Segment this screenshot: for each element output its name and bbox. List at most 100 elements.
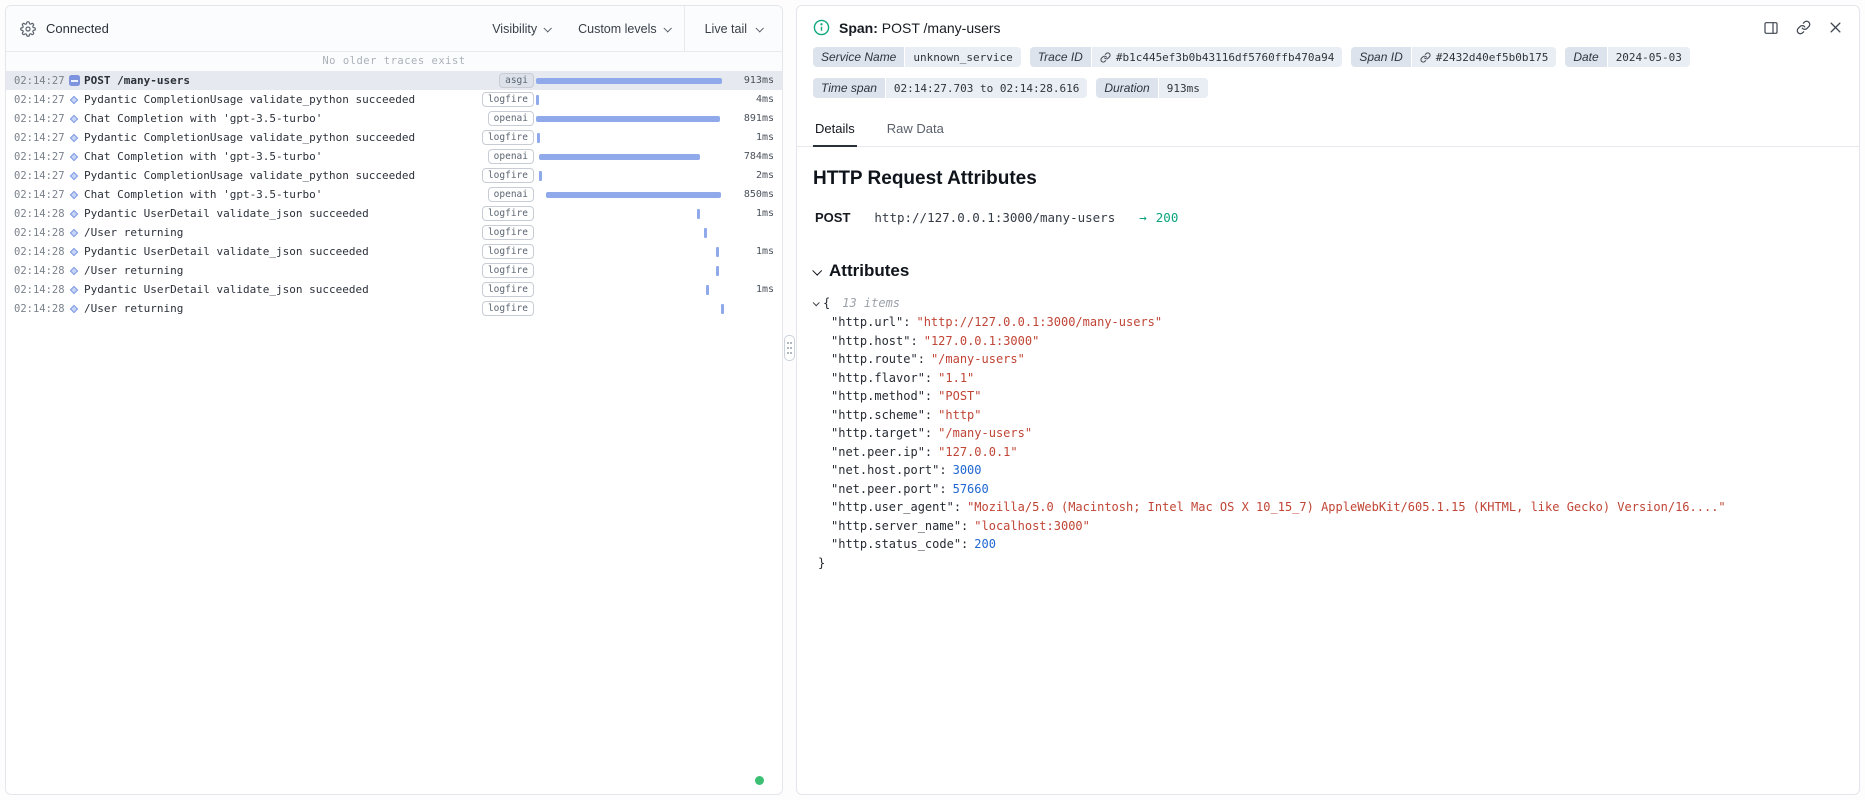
trace-time: 02:14:27	[14, 93, 65, 106]
badge-label: Time span	[813, 78, 885, 98]
json-colon: :	[924, 407, 933, 422]
trace-row[interactable]: 02:14:27 Pydantic CompletionUsage valida…	[6, 90, 782, 109]
trace-row[interactable]: 02:14:28 /User returning logfire	[6, 299, 782, 318]
json-value: "http://127.0.0.1:3000/many-users"	[916, 315, 1163, 329]
badge-label: Trace ID	[1029, 47, 1091, 67]
json-attribute-line: "http.user_agent":"Mozilla/5.0 (Macintos…	[813, 498, 1843, 517]
json-attribute-line: "http.method":"POST"	[813, 387, 1843, 406]
visibility-dropdown[interactable]: Visibility	[478, 6, 564, 51]
span-diamond-icon	[69, 152, 79, 161]
trace-row[interactable]: 02:14:28 /User returning logfire	[6, 223, 782, 242]
trace-time: 02:14:27	[14, 188, 65, 201]
badge-value-text: 2024-05-03	[1615, 50, 1682, 64]
trace-row[interactable]: 02:14:27 Chat Completion with 'gpt-3.5-t…	[6, 109, 782, 128]
connection-status: Connected	[46, 21, 109, 36]
trace-duration: 1ms	[755, 208, 774, 219]
json-collapse-icon[interactable]	[812, 299, 820, 307]
metadata-badge: Service Name unknown_service	[813, 47, 1021, 67]
chevron-down-icon	[663, 23, 672, 33]
toolbar-left: Connected	[20, 20, 109, 37]
trace-label: /User returning	[84, 264, 184, 277]
tab-details[interactable]: Details	[813, 113, 857, 147]
json-colon: :	[939, 481, 947, 496]
json-colon: :	[917, 352, 925, 366]
panel-splitter[interactable]	[783, 5, 796, 795]
splitter-grip-icon[interactable]	[784, 335, 795, 361]
chevron-down-icon	[812, 265, 823, 276]
link-icon[interactable]	[1420, 51, 1431, 63]
badge-value-text: 913ms	[1166, 81, 1200, 95]
json-value: "localhost:3000"	[974, 518, 1090, 533]
json-attribute-line: "http.status_code":200	[813, 535, 1843, 554]
live-indicator-dot	[755, 776, 764, 785]
trace-time: 02:14:27	[14, 112, 65, 125]
timeline-bar	[535, 115, 720, 122]
badge-label: Date	[1565, 47, 1607, 67]
custom-levels-dropdown[interactable]: Custom levels	[564, 6, 684, 51]
metadata-badge: Trace ID #b1c445ef3b0b43116df5760ffb470a…	[1029, 47, 1343, 67]
trace-list-panel: Connected Visibility Custom levels Live …	[5, 5, 783, 795]
side-panel-icon[interactable]	[1763, 20, 1779, 36]
trace-duration: 1ms	[755, 284, 774, 295]
trace-tag: logfire	[481, 129, 534, 146]
json-attribute-line: "http.server_name":"localhost:3000"	[813, 517, 1843, 536]
span-diamond-icon	[69, 285, 79, 294]
trace-timeline	[534, 71, 726, 90]
timeline-bar	[539, 170, 543, 181]
trace-row[interactable]: 02:14:28 Pydantic UserDetail validate_js…	[6, 204, 782, 223]
trace-label: Pydantic CompletionUsage validate_python…	[84, 93, 416, 106]
timeline-bar	[537, 132, 541, 143]
badge-value: 2024-05-03	[1607, 47, 1690, 67]
span-diamond-icon	[69, 171, 79, 180]
link-icon[interactable]	[1100, 51, 1111, 63]
settings-gear-icon[interactable]	[20, 20, 36, 37]
json-value: "1.1"	[938, 370, 975, 385]
trace-rows: 02:14:27 POST /many-users asgi 913ms 02:…	[6, 71, 782, 794]
trace-row[interactable]: 02:14:27 Chat Completion with 'gpt-3.5-t…	[6, 185, 782, 204]
trace-row[interactable]: 02:14:28 Pydantic UserDetail validate_js…	[6, 280, 782, 299]
trace-label: Chat Completion with 'gpt-3.5-turbo'	[84, 150, 323, 163]
json-value: "127.0.0.1:3000"	[923, 333, 1040, 348]
http-request-row: POST http://127.0.0.1:3000/many-users → …	[813, 210, 1843, 225]
trace-time: 02:14:27	[14, 150, 65, 163]
open-brace: {	[823, 296, 831, 310]
json-value: "POST"	[938, 389, 982, 403]
badge-row-2: Time span 02:14:27.703 to 02:14:28.616 D…	[813, 78, 1843, 98]
live-tail-button[interactable]: Live tail	[683, 6, 782, 51]
http-method: POST	[815, 210, 851, 225]
badge-value-text: #2432d40ef5b0b175	[1435, 50, 1549, 64]
span-diamond-icon	[69, 228, 79, 237]
span-diamond-icon	[69, 247, 79, 256]
span-diamond-icon	[69, 190, 79, 199]
json-attribute-line: "http.host":"127.0.0.1:3000"	[813, 332, 1843, 351]
tab-raw-data[interactable]: Raw Data	[886, 121, 944, 136]
trace-row[interactable]: 02:14:27 Pydantic CompletionUsage valida…	[6, 166, 782, 185]
trace-time: 02:14:28	[14, 245, 65, 258]
json-colon: :	[961, 518, 969, 533]
attributes-section-toggle[interactable]: Attributes	[812, 261, 1843, 281]
timeline-bar	[535, 77, 722, 84]
trace-tag: logfire	[481, 300, 534, 317]
trace-row[interactable]: 02:14:27 Pydantic CompletionUsage valida…	[6, 128, 782, 147]
trace-row[interactable]: 02:14:28 /User returning logfire	[6, 261, 782, 280]
detail-content: HTTP Request Attributes POST http://127.…	[797, 168, 1859, 589]
trace-time: 02:14:27	[14, 131, 65, 144]
collapse-toggle-icon[interactable]	[68, 75, 80, 86]
trace-row[interactable]: 02:14:28 Pydantic UserDetail validate_js…	[6, 242, 782, 261]
trace-timeline	[534, 242, 726, 261]
close-icon[interactable]	[1828, 20, 1843, 35]
json-colon: :	[924, 389, 933, 403]
json-attribute-line: "http.route":"/many-users"	[813, 350, 1843, 369]
trace-row[interactable]: 02:14:27 POST /many-users asgi 913ms	[6, 71, 782, 90]
status-code-value: 200	[1155, 210, 1179, 225]
trace-row[interactable]: 02:14:27 Chat Completion with 'gpt-3.5-t…	[6, 147, 782, 166]
trace-duration: 4ms	[755, 94, 774, 105]
visibility-label: Visibility	[492, 21, 538, 36]
trace-label: Pydantic CompletionUsage validate_python…	[84, 131, 416, 144]
trace-timeline	[534, 261, 726, 280]
trace-time: 02:14:28	[14, 226, 65, 239]
trace-time: 02:14:27	[14, 74, 65, 87]
span-diamond-icon	[69, 95, 79, 104]
copy-link-icon[interactable]	[1796, 20, 1811, 35]
json-attribute-line: "http.target":"/many-users"	[813, 424, 1843, 443]
